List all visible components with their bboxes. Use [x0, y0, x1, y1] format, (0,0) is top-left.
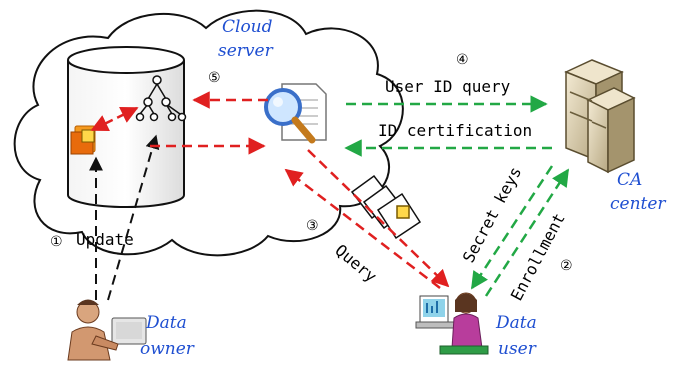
data-user-label-line2: user	[498, 339, 537, 359]
step-1-marker: ①	[50, 234, 63, 250]
query-arrow	[284, 168, 441, 289]
ca-center-label-line1: CA	[617, 170, 642, 190]
data-owner-label-line1: Data	[145, 313, 187, 333]
data-user-label-line1: Data	[495, 313, 537, 333]
ca-center-label-line2: center	[610, 194, 666, 214]
cloud-server-label-line1: Cloud	[222, 17, 273, 37]
enrollment-arrow	[484, 168, 570, 297]
result-files-icon	[350, 174, 422, 240]
update-label: Update	[76, 230, 134, 249]
file-to-index-arrow	[90, 106, 139, 132]
user-id-query-label: User ID query	[385, 77, 511, 96]
step-3-marker: ③	[306, 218, 319, 234]
data-user-person-icon	[415, 292, 489, 355]
step-5-marker: ⑤	[208, 70, 221, 86]
update-arrow-2	[107, 134, 160, 301]
data-owner-label-line2: owner	[140, 339, 195, 359]
results-arrow	[307, 149, 450, 288]
step-2-marker: ②	[560, 258, 573, 274]
step-4-marker: ④	[456, 52, 469, 68]
enrollment-label: Enrollment	[507, 210, 569, 304]
secret-keys-arrow	[470, 165, 554, 290]
encrypted-file-icon	[70, 125, 96, 155]
query-label: Query	[331, 241, 380, 287]
search-document-icon	[264, 83, 327, 144]
cloud-server-label-line2: server	[218, 41, 274, 61]
id-certification-label: ID certification	[378, 121, 532, 140]
data-owner-person-icon	[67, 299, 147, 361]
ca-server-icon	[564, 59, 636, 174]
